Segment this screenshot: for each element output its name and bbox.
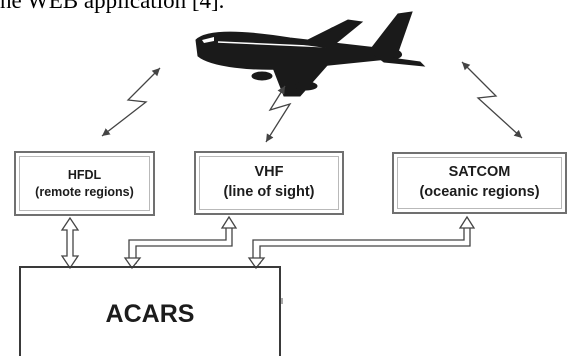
header-text: he WEB application [4]. — [0, 0, 225, 13]
vhf-name: VHF — [254, 164, 284, 181]
satcom-desc: (oceanic regions) — [419, 184, 540, 200]
satcom-box: SATCOM (oceanic regions) — [392, 152, 567, 214]
lightning-icon — [101, 61, 523, 143]
double-arrow-icon — [60, 216, 80, 270]
vhf-desc: (line of sight) — [223, 184, 315, 200]
diagram-canvas — [60, 11, 523, 304]
satcom-connector — [247, 215, 476, 270]
hfdl-desc: (remote regions) — [35, 184, 134, 199]
vhf-box: VHF (line of sight) — [194, 151, 344, 215]
hfdl-name: HFDL — [67, 167, 102, 182]
hfdl-box: HFDL (remote regions) — [14, 151, 155, 216]
vhf-connector — [123, 215, 238, 270]
acars-box: ACARS — [19, 266, 281, 356]
airplane-icon — [195, 11, 426, 97]
satcom-name: SATCOM — [448, 164, 511, 181]
acars-label: ACARS — [105, 299, 195, 328]
